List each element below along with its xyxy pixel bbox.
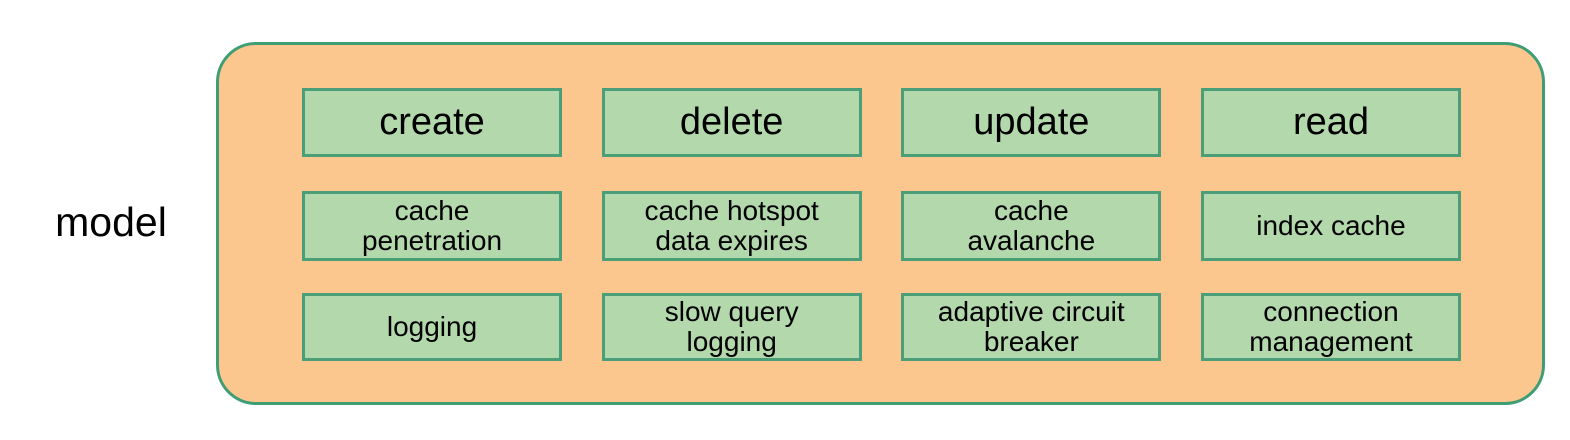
cell-cache-penetration[interactable]: cache penetration bbox=[302, 191, 562, 261]
cell-update[interactable]: update bbox=[901, 88, 1162, 157]
cell-connection-management-label: connection management bbox=[1249, 295, 1413, 357]
cell-read[interactable]: read bbox=[1200, 88, 1461, 157]
cell-cache-avalanche-label: cache avalanche bbox=[967, 194, 1096, 256]
cell-connection-management[interactable]: connection management bbox=[1200, 293, 1461, 361]
cell-adaptive-circuit-breaker[interactable]: adaptive circuit breaker bbox=[901, 293, 1162, 361]
cell-create-label: create bbox=[379, 100, 485, 143]
cell-cache-penetration-label: cache penetration bbox=[361, 194, 503, 256]
cell-cache-hotspot-data-expires-label: cache hotspot data expires bbox=[644, 194, 819, 256]
cell-update-label: update bbox=[973, 100, 1090, 143]
model-label: model bbox=[55, 198, 167, 245]
cell-index-cache-label: index cache bbox=[1256, 209, 1406, 241]
grid-row-operations: create delete update read bbox=[302, 88, 1461, 157]
cell-logging[interactable]: logging bbox=[302, 293, 562, 361]
grid-row-reliability-concerns: logging slow query logging adaptive circ… bbox=[302, 293, 1461, 361]
cell-adaptive-circuit-breaker-label: adaptive circuit breaker bbox=[937, 295, 1125, 357]
cell-logging-label: logging bbox=[386, 310, 478, 342]
cell-slow-query-logging-label: slow query logging bbox=[664, 295, 799, 357]
cell-delete[interactable]: delete bbox=[601, 88, 862, 157]
cell-index-cache[interactable]: index cache bbox=[1200, 191, 1461, 261]
cell-read-label: read bbox=[1292, 100, 1369, 143]
grid-row-cache-concerns: cache penetration cache hotspot data exp… bbox=[302, 191, 1461, 261]
cell-slow-query-logging[interactable]: slow query logging bbox=[601, 293, 862, 361]
cell-cache-hotspot-data-expires[interactable]: cache hotspot data expires bbox=[601, 191, 862, 261]
cell-delete-label: delete bbox=[679, 100, 784, 143]
model-container-box: create delete update read cache penetrat… bbox=[216, 42, 1545, 405]
model-feature-grid: create delete update read cache penetrat… bbox=[302, 88, 1461, 361]
cell-cache-avalanche[interactable]: cache avalanche bbox=[901, 191, 1162, 261]
cell-create[interactable]: create bbox=[302, 88, 562, 157]
